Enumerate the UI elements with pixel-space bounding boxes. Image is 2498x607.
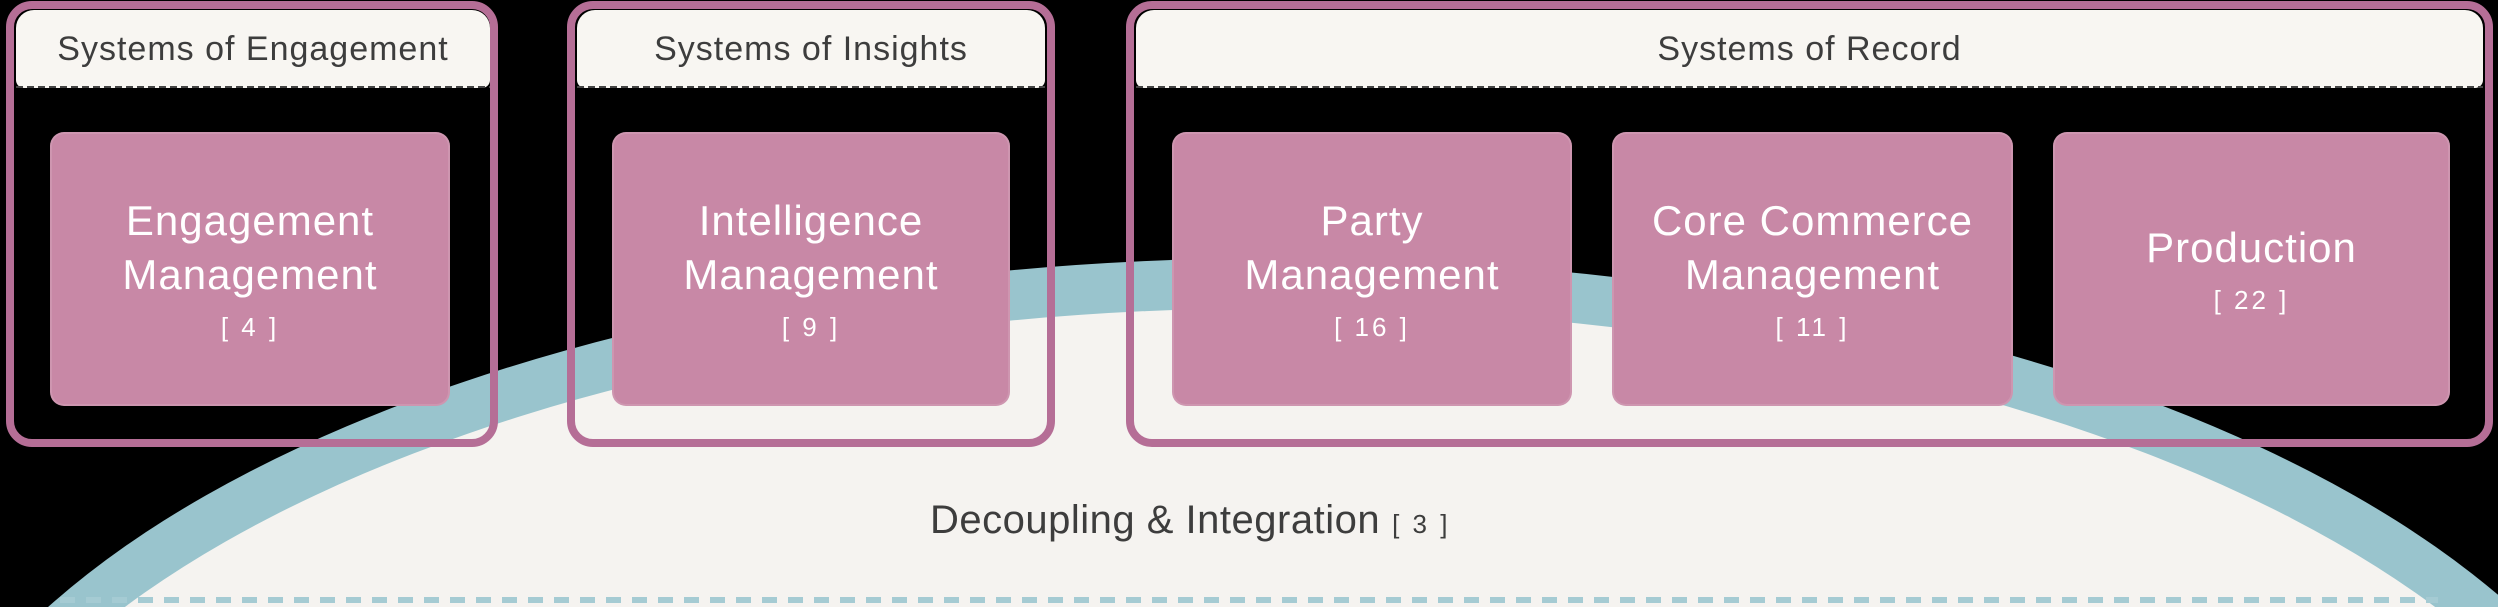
box-count-badge: [ 9 ] bbox=[781, 312, 841, 342]
box-title-line: Core Commerce bbox=[1651, 197, 1974, 244]
box-title-line: Engagement bbox=[125, 197, 375, 244]
box-title-line: Management bbox=[683, 251, 939, 298]
group-systems-of-record bbox=[1126, 1, 2493, 447]
box-title-line: Management bbox=[122, 251, 378, 298]
group-systems-of-insights bbox=[567, 1, 1055, 447]
baseline-dashed-line bbox=[60, 597, 2438, 603]
group-header-systems-of-insights: Systems of Insights bbox=[577, 10, 1045, 88]
capability-box-party-management: Party Management [ 16 ] bbox=[1172, 132, 1572, 406]
capability-box-production: Production [ 22 ] bbox=[2053, 132, 2450, 406]
box-title-line: Intelligence bbox=[698, 197, 924, 244]
header-dashed-divider bbox=[577, 86, 1045, 88]
box-title-line: Production bbox=[2146, 224, 2357, 271]
box-count-badge: [ 4 ] bbox=[220, 312, 280, 342]
integration-count: [ 3 ] bbox=[1392, 509, 1451, 539]
group-systems-of-engagement bbox=[6, 1, 498, 447]
box-count-badge: [ 22 ] bbox=[2213, 285, 2290, 315]
group-header-label: Systems of Record bbox=[1657, 29, 1962, 68]
group-header-label: Systems of Insights bbox=[654, 29, 968, 68]
box-count-badge: [ 16 ] bbox=[1334, 312, 1410, 342]
capability-box-engagement-management: Engagement Management [ 4 ] bbox=[50, 132, 450, 406]
box-count-badge: [ 11 ] bbox=[1775, 312, 1850, 342]
group-header-systems-of-engagement: Systems of Engagement bbox=[16, 10, 490, 88]
integration-label-group: Decoupling & Integration [ 3 ] bbox=[930, 500, 1450, 540]
capability-box-core-commerce-management: Core Commerce Management [ 11 ] bbox=[1612, 132, 2013, 406]
header-dashed-divider bbox=[16, 86, 490, 88]
integration-label: Decoupling & Integration bbox=[930, 498, 1381, 542]
box-title-line: Management bbox=[1244, 251, 1500, 298]
box-title-line: Management bbox=[1684, 251, 1941, 298]
group-header-label: Systems of Engagement bbox=[57, 29, 449, 68]
header-dashed-divider bbox=[1136, 86, 2483, 88]
box-title-line: Party bbox=[1320, 197, 1424, 244]
capability-box-intelligence-management: Intelligence Management [ 9 ] bbox=[612, 132, 1010, 406]
group-header-systems-of-record: Systems of Record bbox=[1136, 10, 2483, 88]
